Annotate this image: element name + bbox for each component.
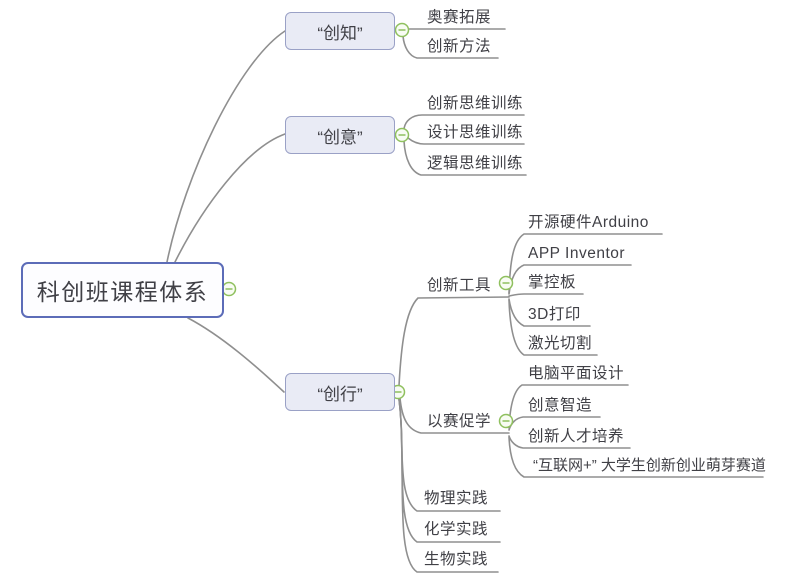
node-innovative-talent-cultivation[interactable]: 创新人才培养 (528, 428, 625, 445)
connector-lines (166, 28, 764, 573)
collapse-toggles (221, 22, 514, 429)
node-olympiad-expansion[interactable]: 奥赛拓展 (427, 9, 492, 26)
connector-creative-smart-making (508, 416, 601, 431)
connector-laser-cutting (508, 299, 598, 356)
connector-learning-via-competition (399, 397, 510, 434)
connector-root-chuangxing (187, 317, 285, 393)
node-innovation-tools[interactable]: 创新工具 (427, 277, 492, 294)
connector-root-chuangzhi (166, 30, 286, 263)
node-laser-cutting[interactable]: 激光切割 (528, 335, 593, 352)
connector-innovation-tools (398, 296, 510, 387)
node-computer-graphic-design[interactable]: 电脑平面设计 (528, 365, 625, 382)
node-logic-thinking-training[interactable]: 逻辑思维训练 (427, 155, 524, 172)
branch-node-chuangzhi[interactable]: “创知” (285, 12, 395, 50)
connector-innovation-method (402, 35, 499, 59)
connector-internet-plus-track (508, 436, 764, 478)
node-arduino-open-hardware[interactable]: 开源硬件Arduino (528, 214, 649, 231)
connector-control-board (508, 293, 584, 297)
chuangzhi-collapse-toggle[interactable] (394, 22, 410, 38)
connector-biology-practice (398, 398, 499, 573)
root-collapse-toggle[interactable] (221, 281, 237, 297)
competition-collapse-toggle[interactable] (498, 413, 514, 429)
node-3d-printing[interactable]: 3D打印 (528, 306, 581, 323)
node-learning-via-competition[interactable]: 以赛促学 (427, 413, 492, 430)
chuangyi-collapse-toggle[interactable] (394, 127, 410, 143)
node-app-inventor[interactable]: APP Inventor (528, 245, 626, 262)
node-biology-practice[interactable]: 生物实践 (424, 551, 489, 568)
branch-node-chuangyi[interactable]: “创意” (285, 116, 395, 154)
node-creative-smart-making[interactable]: 创意智造 (528, 397, 593, 414)
innovation-tools-collapse-toggle[interactable] (498, 275, 514, 291)
node-innovative-thinking-training[interactable]: 创新思维训练 (427, 95, 524, 112)
root-node[interactable]: 科创班课程体系 (21, 262, 224, 318)
connector-app-inventor (508, 264, 632, 295)
connector-design-thinking (407, 137, 525, 145)
connector-logic-thinking (403, 140, 527, 176)
node-physics-practice[interactable]: 物理实践 (424, 490, 489, 507)
connector-root-chuangyi (174, 133, 286, 263)
node-design-thinking-training[interactable]: 设计思维训练 (427, 124, 524, 141)
node-chemistry-practice[interactable]: 化学实践 (424, 521, 489, 538)
branch-node-chuangxing[interactable]: “创行” (285, 373, 395, 411)
node-control-board[interactable]: 掌控板 (528, 274, 577, 291)
connector-innovative-thinking (403, 114, 525, 130)
node-innovation-method[interactable]: 创新方法 (427, 38, 492, 55)
node-internet-plus-track[interactable]: “互联网+” 大学生创新创业萌芽赛道 (533, 457, 766, 474)
